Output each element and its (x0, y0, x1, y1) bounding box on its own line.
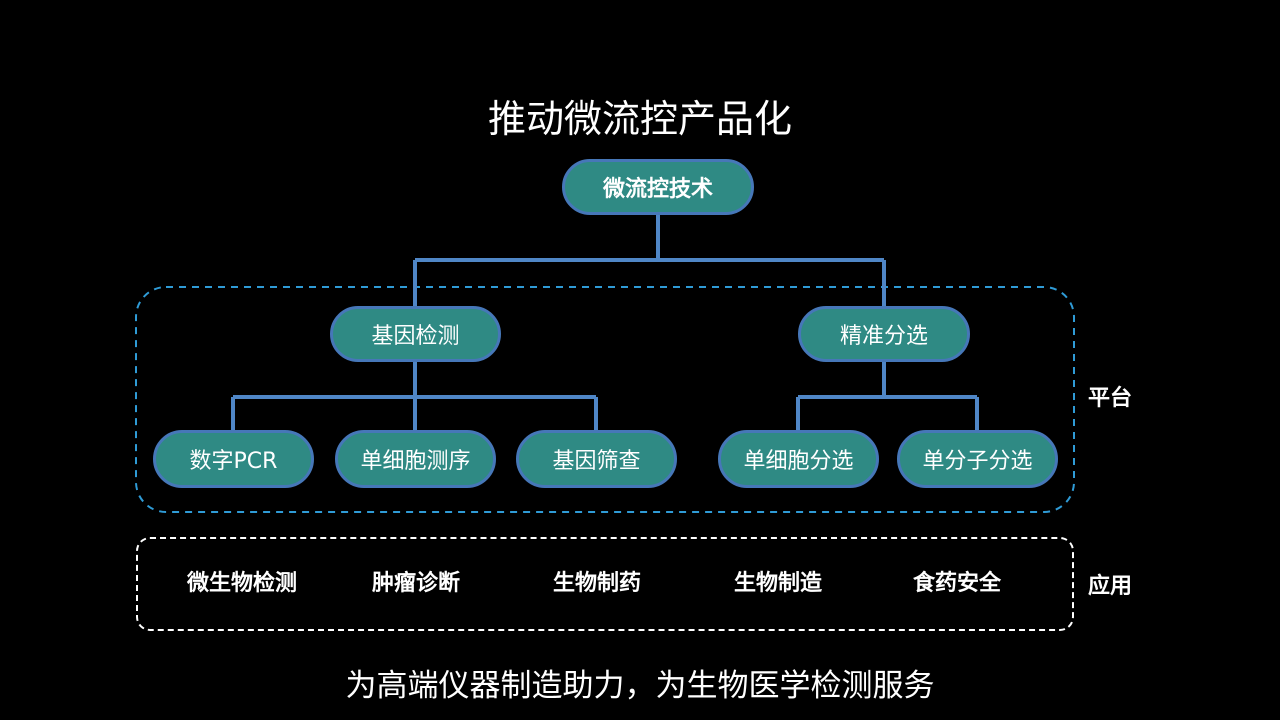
application-item: 食药安全 (912, 571, 1001, 596)
precision-sorting-connector (796, 362, 979, 432)
application-region (136, 537, 1074, 631)
leaf-node-single-cell-sequencing: 单细胞测序 (335, 430, 496, 488)
root-node-microfluidics: 微流控技术 (562, 159, 754, 215)
leaf-node-single-molecule-sorting: 单分子分选 (897, 430, 1058, 488)
gene-detection-connector (231, 362, 598, 432)
leaf-node-single-cell-sorting: 单细胞分选 (718, 430, 879, 488)
application-item: 微生物检测 (186, 571, 297, 596)
platform-node-gene-detection: 基因检测 (330, 306, 501, 362)
application-label: 应用 (1088, 574, 1133, 599)
application-item: 生物制造 (733, 571, 822, 596)
leaf-node-gene-screening: 基因筛查 (516, 430, 677, 488)
application-item: 生物制药 (552, 571, 641, 596)
platform-node-precision-sorting: 精准分选 (798, 306, 970, 362)
platform-region (135, 286, 1075, 513)
platform-label: 平台 (1088, 386, 1133, 411)
footer-slogan: 为高端仪器制造助力，为生物医学检测服务 (345, 668, 935, 704)
leaf-node-digital-pcr: 数字PCR (153, 430, 314, 488)
page-title: 推动微流控产品化 (487, 97, 792, 141)
root-connector (413, 215, 886, 308)
application-item: 肿瘤诊断 (371, 571, 460, 596)
